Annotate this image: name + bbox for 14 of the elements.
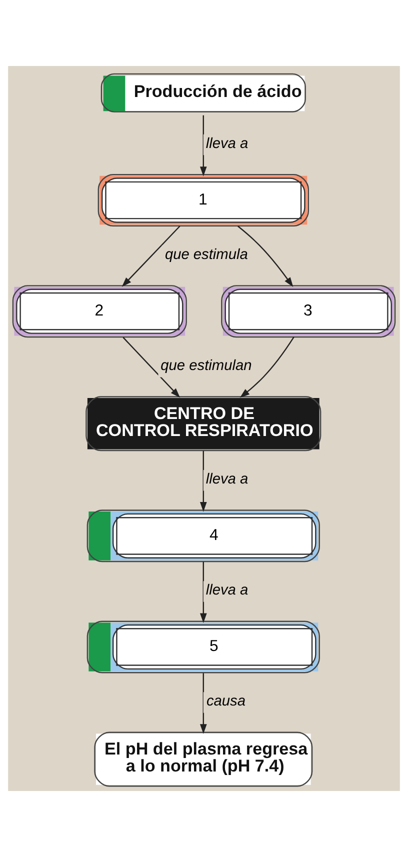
edge-label: que estimulan xyxy=(160,358,252,374)
arrow xyxy=(200,561,207,623)
arrow xyxy=(200,450,207,512)
arrow xyxy=(240,336,294,398)
edge-label: causa xyxy=(206,693,246,710)
arrow xyxy=(237,225,294,287)
arrow xyxy=(122,336,180,398)
edge-label: lleva a xyxy=(206,582,248,598)
edge-label: que estimula xyxy=(164,246,248,262)
edge-label: lleva a xyxy=(206,471,248,488)
arrow xyxy=(122,225,180,286)
arrow xyxy=(200,114,207,176)
arrow xyxy=(200,672,207,734)
edge-label: lleva a xyxy=(206,135,248,152)
